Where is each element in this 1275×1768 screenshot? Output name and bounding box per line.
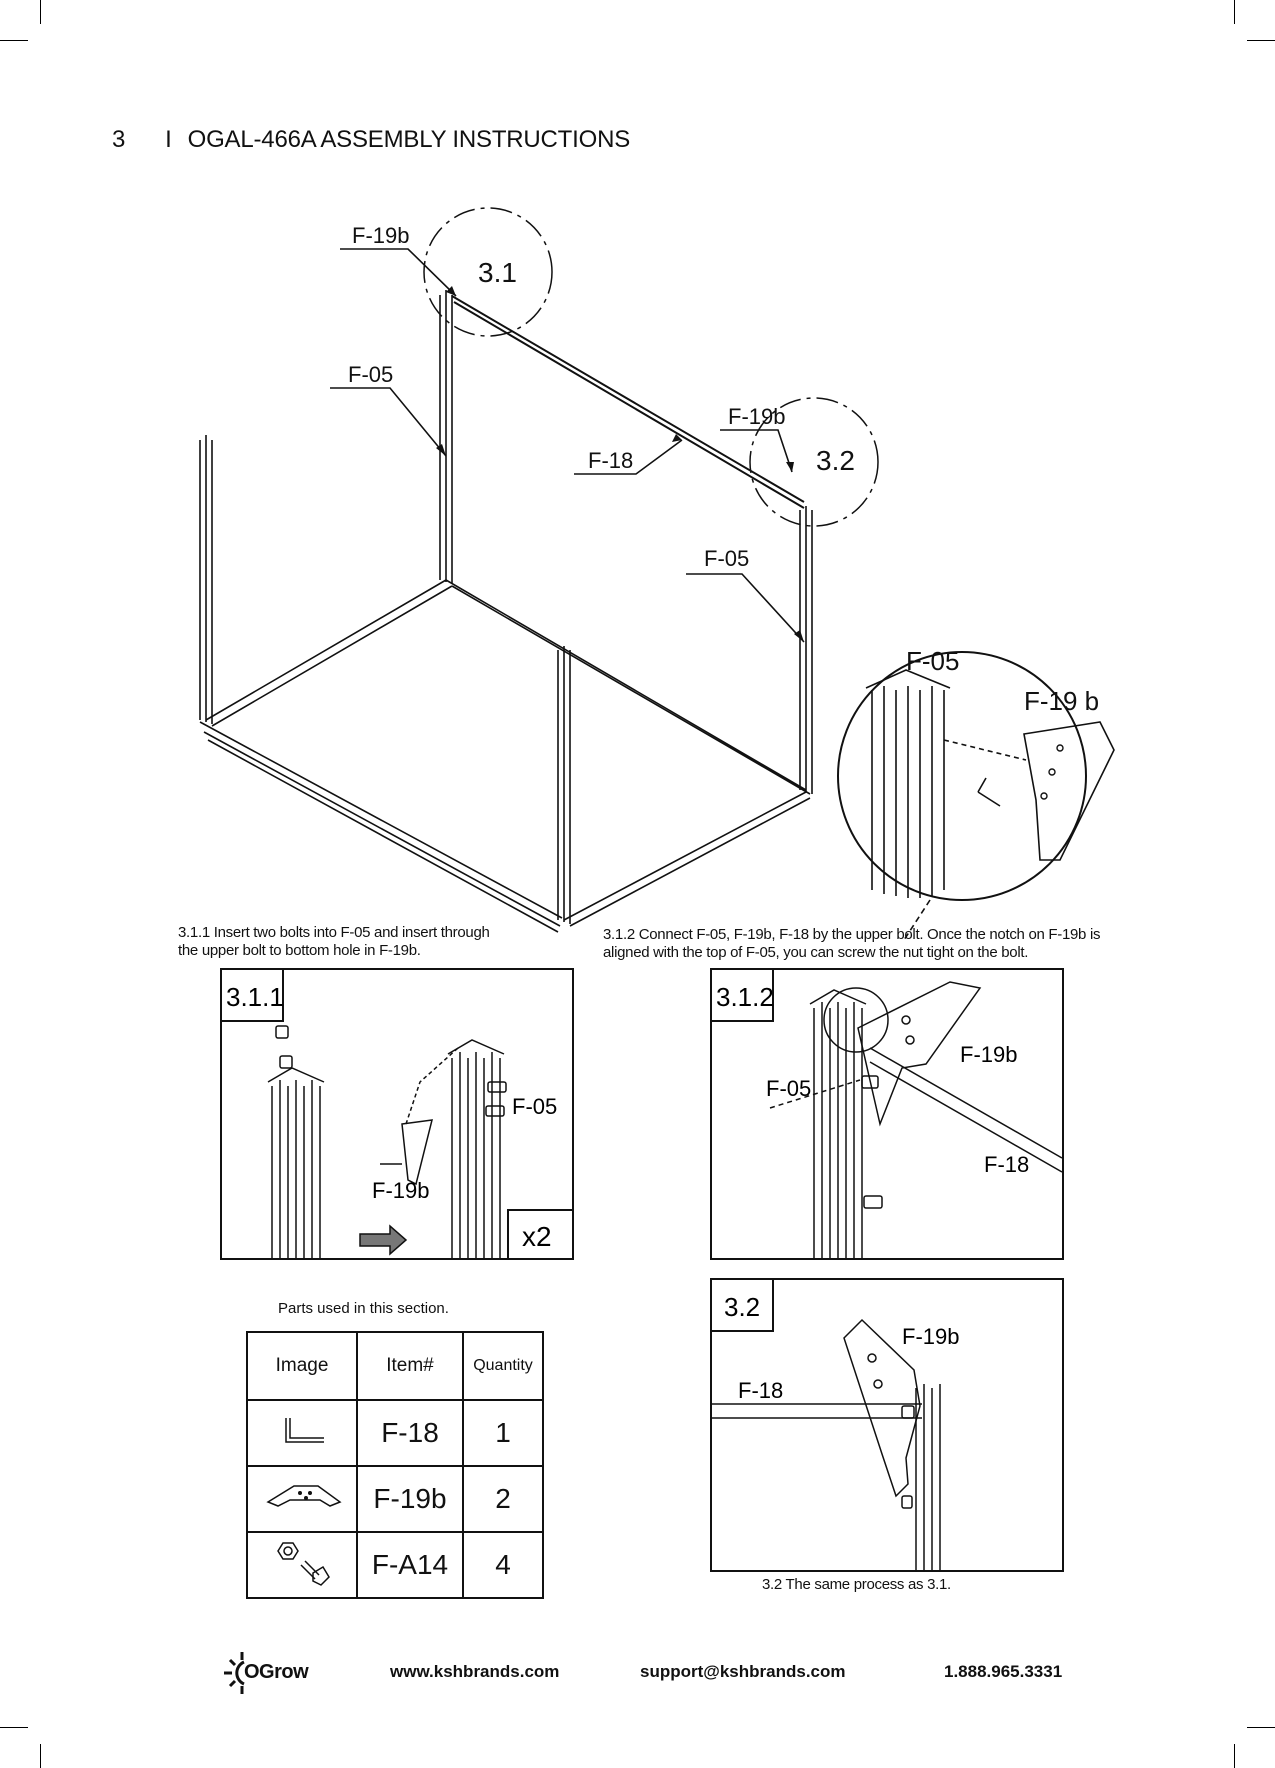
caption-line: 3.1.2 Connect F-05, F-19b, F-18 by the u… [603,926,1101,943]
crop-mark [1234,1744,1235,1768]
step-3-2-panel: 3.2 F-19b F-18 [710,1278,1064,1572]
label-f05: F-05 [512,1094,557,1119]
item-cell: F-A14 [356,1531,464,1599]
crop-mark [1247,40,1275,41]
column-header-image: Image [246,1331,358,1401]
page-title: OGAL-466A ASSEMBLY INSTRUCTIONS [187,126,631,153]
label-f05: F-05 [766,1076,811,1101]
crop-mark [0,1727,28,1728]
column-header-quantity: Quantity [462,1331,544,1401]
logo-text: OGrow [244,1661,309,1683]
step-3-2-caption: 3.2 The same process as 3.1. [762,1576,951,1593]
table-header-row: Image Item# Quantity [246,1331,544,1401]
item-cell: F-19b [356,1465,464,1533]
step-3-1-1-caption: 3.1.1 Insert two bolts into F-05 and ins… [178,924,558,960]
step-3-1-1-label: 3.1.1 [226,982,284,1012]
crop-mark [1234,0,1235,24]
quantity-cell: 2 [462,1465,544,1533]
phone-number: 1.888.965.3331 [944,1662,1063,1681]
website-link[interactable]: www.kshbrands.com [390,1662,560,1681]
callout-f18: F-18 [588,448,633,473]
label-f19b: F-19b [960,1042,1017,1067]
step-3-2-label: 3.2 [724,1292,760,1322]
zoom-label-f19b: F-19 b [1024,686,1099,716]
caption-line: 3.1.1 Insert two bolts into F-05 and ins… [178,924,490,941]
header-separator: I [165,126,172,153]
step-3-1-1-panel: 3.1.1 F-05 F-19b x2 [220,968,574,1260]
table-row: F-18 1 [246,1399,544,1467]
ogrow-logo: OGrow [222,1646,326,1700]
bracket-plate-icon [246,1465,358,1533]
label-f19b: F-19b [372,1178,429,1203]
callout-f19b-right: F-19b [728,404,785,429]
table-row: F-19b 2 [246,1465,544,1533]
parts-table: Image Item# Quantity F-18 1 F-19b 2 F-A1… [246,1331,544,1599]
callout-f05-right: F-05 [704,546,749,571]
crop-mark [1247,1727,1275,1728]
step-3-1-2-panel: 3.1.2 F-05 F-19b F-18 [710,968,1064,1260]
quantity-cell: 4 [462,1531,544,1599]
label-f19b: F-19b [902,1324,959,1349]
crop-mark [40,0,41,24]
quantity-cell: 1 [462,1399,544,1467]
parts-caption: Parts used in this section. [278,1300,449,1317]
label-f18: F-18 [738,1378,783,1403]
crop-mark [0,40,28,41]
multiplier-x2: x2 [522,1221,552,1252]
crop-mark [40,1744,41,1768]
step-3-1-2-caption: 3.1.2 Connect F-05, F-19b, F-18 by the u… [603,926,1223,962]
callout-f05-left: F-05 [348,362,393,387]
page-number: 3 [112,126,126,153]
zoom-label-f05: F-05 [906,646,959,676]
sun-logo-icon [224,1652,245,1694]
nut-bolt-icon [246,1531,358,1599]
caption-line: the upper bolt to bottom hole in F-19b. [178,942,421,959]
step-3-1-2-label: 3.1.2 [716,982,774,1012]
callout-f19b-left: F-19b [352,223,409,248]
column-header-item: Item# [356,1331,464,1401]
angle-bar-icon [246,1399,358,1467]
caption-line: aligned with the top of F-05, you can sc… [603,944,1029,961]
page-header: 3 I OGAL-466A ASSEMBLY INSTRUCTIONS [112,126,630,154]
detail-label-3-1: 3.1 [478,257,517,288]
detail-label-3-2: 3.2 [816,445,855,476]
table-row: F-A14 4 [246,1531,544,1599]
label-f18: F-18 [984,1152,1029,1177]
support-email-link[interactable]: support@kshbrands.com [640,1662,846,1681]
item-cell: F-18 [356,1399,464,1467]
